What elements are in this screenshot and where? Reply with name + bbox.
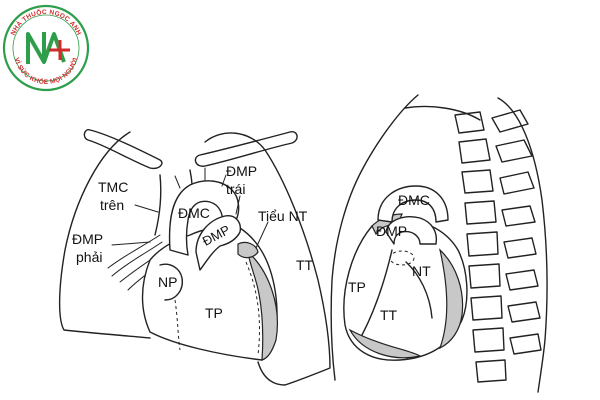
label-nt-lateral: NT [412,263,431,279]
label-tmc: TMC [98,179,128,195]
label-dmp-trai: ĐMP [226,163,257,179]
label-tieu-nt: Tiểu NT [258,208,308,224]
lung-outline-right [58,131,151,339]
subclavian-vessel [221,174,227,187]
label-dmp-phai: ĐMP [72,231,103,247]
lateral-valve-ellipse [389,250,415,266]
anterior-chest-outline [330,94,419,381]
apex-line [404,105,481,121]
lateral-pulmonary-artery [385,216,438,245]
lateral-septum-line-2 [405,261,433,319]
lateral-bottom-shade [348,328,422,359]
pharmacy-logo: NHÀ THUỐC NGỌC ANH VÌ SỨC KHỎE MỌI NGƯỜI [2,4,90,92]
label-dmp-phai-sub: phải [76,249,102,265]
brachiocephalic-vessel [174,175,181,189]
label-dmc-lateral: ĐMC [398,192,430,208]
rpa-vessel-2 [111,241,163,277]
right-atrium-line [159,263,183,301]
septum-dashed [245,261,260,356]
label-tp-lateral: TP [348,279,366,295]
left-clavicle [83,129,163,170]
left-ventricle-shade [247,250,278,361]
dmp-trai-leader [235,195,241,215]
lung-outline-left [204,132,331,386]
label-dmc: ĐMC [178,205,210,221]
pulmonary-trunk [195,215,242,271]
label-tp-frontal: TP [205,305,223,321]
label-dmp-trai-sub: trái [226,181,245,197]
rpa-vessel-1 [107,234,161,269]
right-clavicle [194,131,298,167]
lateral-aortic-arch [377,185,449,223]
lateral-lv-shade [438,248,464,350]
lateral-septum-line-1 [361,249,393,336]
frontal-view: TMC trên ĐMP phải ĐMC ĐMP trái ĐMP Tiểu … [58,129,331,386]
svc-line [154,174,162,236]
label-tmc-sub: trên [100,197,124,213]
logo-mark-icon [26,32,70,64]
dmp-phai-leader [111,241,151,246]
heart-outline [141,226,278,361]
label-tt-lateral: TT [380,307,398,323]
left-atrial-appendage [237,241,259,259]
label-tt-frontal: TT [296,257,314,273]
label-dmp-lateral: ĐMP [376,223,407,239]
lateral-view: ĐMC ĐMP NT TP TT [330,94,548,393]
label-np: NP [158,274,177,290]
logo-inner-ring [12,14,80,82]
posterior-chest-outline [497,97,548,393]
tieu-nt-leader [255,221,269,249]
tmc-leader [134,204,159,213]
vertebral-column [454,109,542,383]
